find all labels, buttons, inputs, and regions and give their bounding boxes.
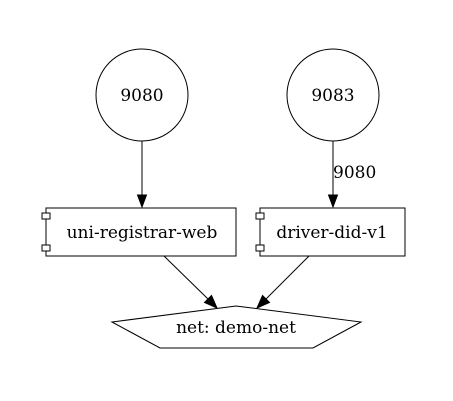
arrowhead-icon bbox=[136, 194, 148, 209]
arrowhead-icon bbox=[256, 294, 271, 309]
edge-line bbox=[163, 255, 209, 300]
port-node-9083: 9083 bbox=[286, 48, 380, 142]
edge-port-9080-to-uni-registrar-web bbox=[136, 141, 148, 209]
port-label: 9080 bbox=[120, 86, 163, 106]
component-box bbox=[259, 207, 406, 257]
component-box bbox=[45, 207, 237, 257]
service-label: uni-registrar-web bbox=[67, 223, 218, 243]
component-port-icon bbox=[41, 244, 51, 252]
edge-port-label: 9080 bbox=[333, 163, 376, 183]
port-node-9080: 9080 bbox=[95, 48, 189, 142]
arrowhead-icon bbox=[327, 194, 339, 209]
component-port-icon bbox=[255, 212, 265, 220]
network-label: net: demo-net bbox=[176, 318, 296, 338]
port-label: 9083 bbox=[311, 86, 354, 106]
service-label: driver-did-v1 bbox=[276, 223, 387, 243]
edge-uni-registrar-web-to-network bbox=[163, 255, 218, 309]
service-node-uni-registrar-web: uni-registrar-web bbox=[41, 207, 237, 257]
component-port-icon bbox=[41, 212, 51, 220]
edge-port-9083-to-driver-did-v1: 9080 bbox=[327, 141, 376, 209]
service-node-driver-did-v1: driver-did-v1 bbox=[255, 207, 406, 257]
arrowhead-icon bbox=[203, 294, 218, 309]
component-port-icon bbox=[255, 244, 265, 252]
edge-line bbox=[265, 255, 310, 300]
network-node-demo-net: net: demo-net bbox=[110, 305, 363, 349]
network-pentagon bbox=[110, 305, 363, 349]
edge-driver-did-v1-to-network bbox=[256, 255, 310, 309]
